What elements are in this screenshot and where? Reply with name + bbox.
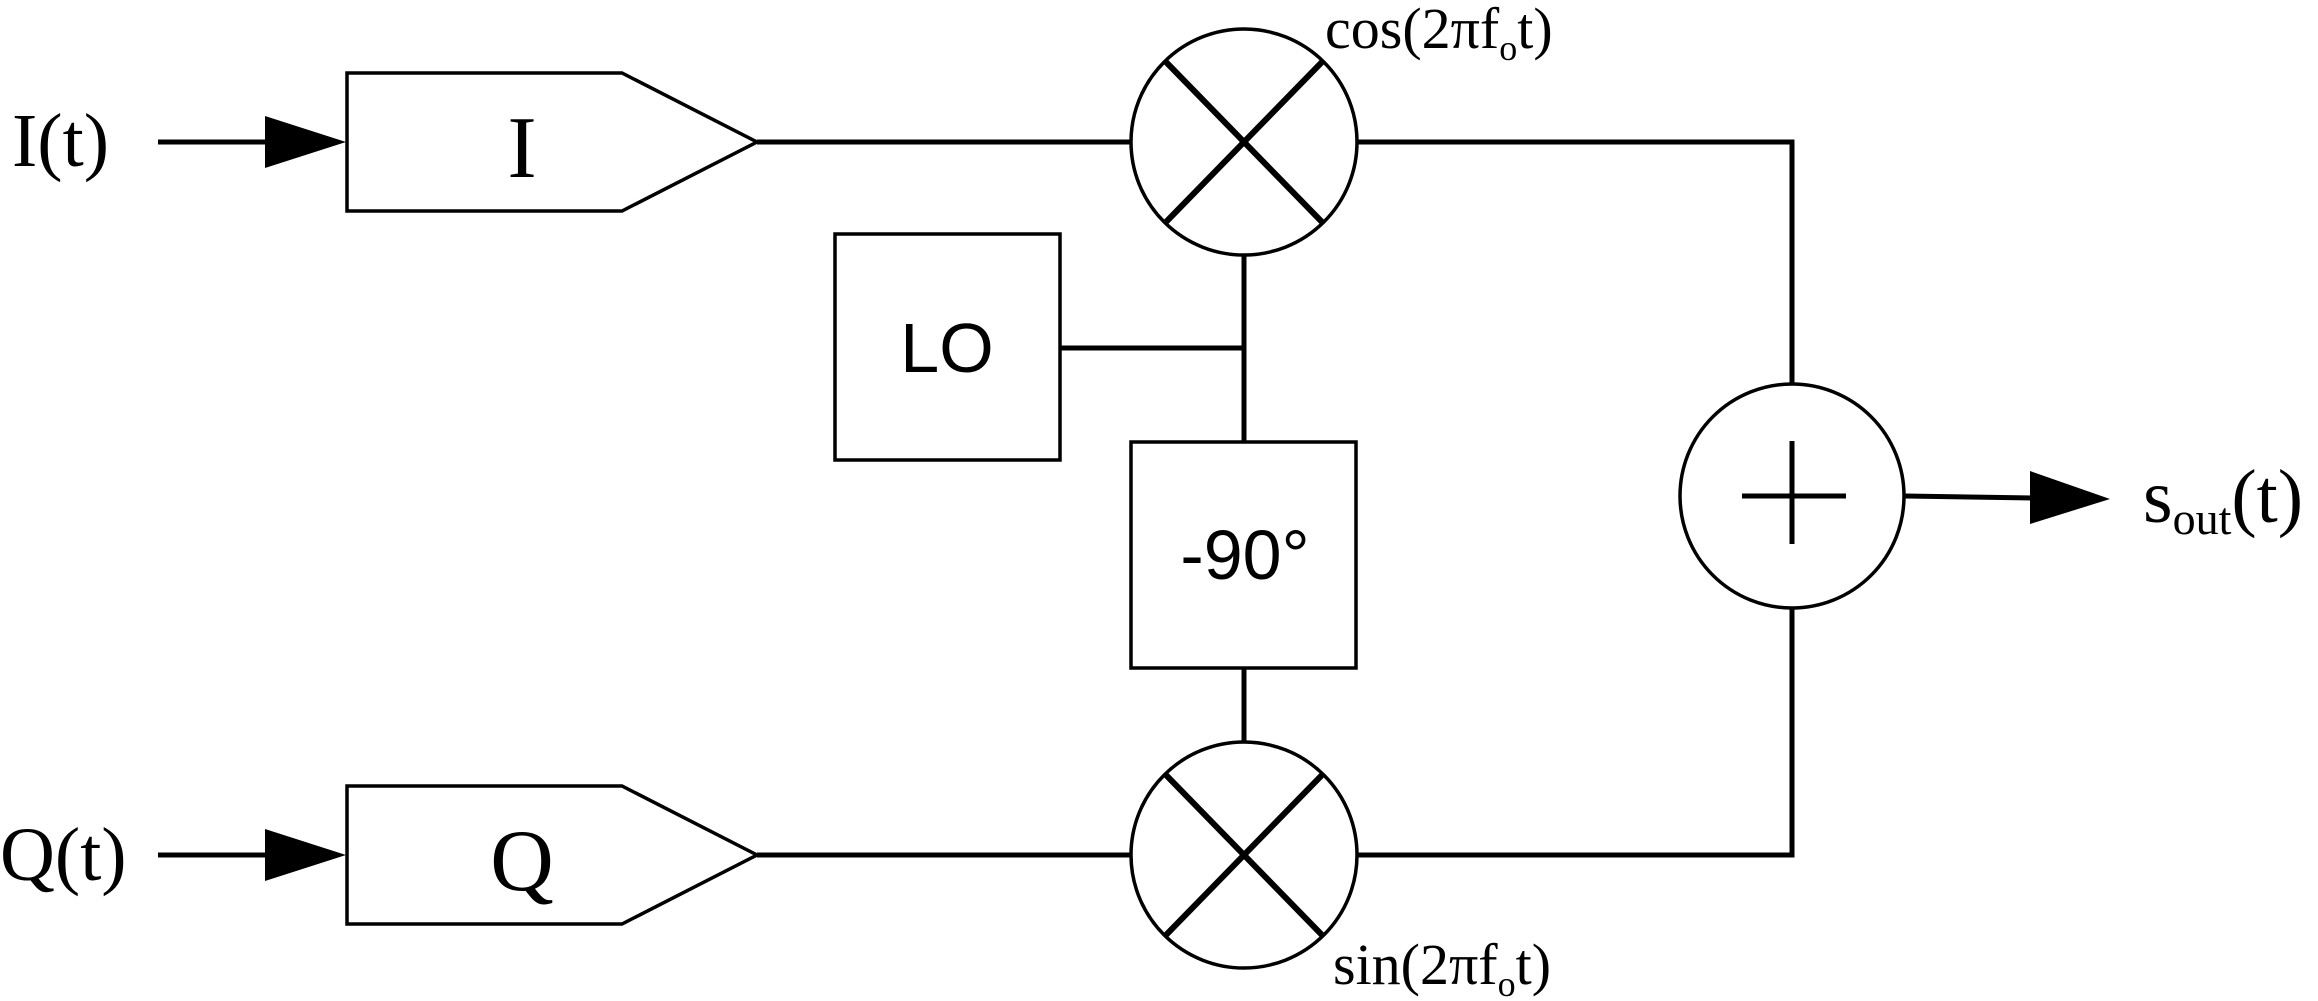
summer bbox=[1678, 382, 1906, 610]
i-block bbox=[345, 71, 761, 213]
output-arrowhead bbox=[2030, 471, 2110, 524]
cos-mixer-cross-b bbox=[1163, 59, 1325, 225]
cos-to-summer-wire bbox=[1357, 139, 1795, 384]
i-block-label: I bbox=[507, 100, 536, 197]
i-input-arrowhead bbox=[265, 116, 346, 168]
sin-mixer-cross-b bbox=[1163, 772, 1325, 938]
q-block-label: Q bbox=[490, 813, 554, 910]
sin-carrier-label: sin(2πfot) bbox=[1333, 932, 1551, 1001]
cos-mixer bbox=[1129, 27, 1359, 257]
q-input-label: Q(t) bbox=[0, 813, 127, 897]
phase-shift-label: -90° bbox=[1180, 516, 1309, 594]
sin-mixer bbox=[1129, 740, 1359, 970]
q-block bbox=[345, 784, 761, 926]
q-input-arrowhead bbox=[265, 829, 346, 881]
output-wire bbox=[1903, 493, 2036, 501]
i-input-label: I(t) bbox=[12, 99, 109, 183]
cos-carrier-label: cos(2πfot) bbox=[1325, 0, 1553, 68]
output-label: sout(t) bbox=[2143, 455, 2303, 544]
lo-block bbox=[833, 232, 1062, 462]
lo-label: LO bbox=[900, 309, 993, 387]
sin-to-summer-wire bbox=[1357, 608, 1795, 858]
